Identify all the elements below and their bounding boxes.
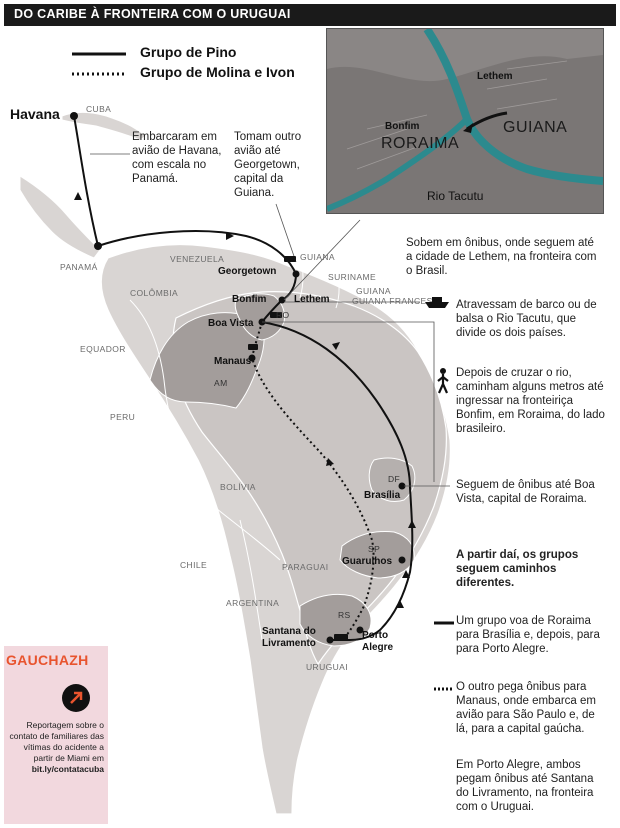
side-link[interactable]: bit.ly/contatacuba [31, 764, 104, 774]
note-cruzar: Depois de cruzar o rio, caminham alguns … [456, 367, 605, 435]
page-title: DO CARIBE À FRONTEIRA COM O URUGUAI [14, 7, 291, 21]
country-label-uruguai: URUGUAI [306, 662, 348, 672]
state-label-rr: RO [276, 310, 290, 320]
state-label-rs: RS [338, 610, 351, 620]
city-dots [70, 112, 406, 644]
bus-icon [248, 256, 348, 640]
city-label-havana: Havana [10, 106, 60, 122]
note-boa-vista: Seguem de ônibus até Boa Vista, capital … [456, 479, 595, 505]
roraima-state [234, 293, 285, 341]
city-label-santana-2: Livramento [262, 638, 316, 649]
note-partir: A partir daí, os grupos seguem caminhos … [456, 549, 579, 589]
country-label-argentina: ARGENTINA [226, 598, 280, 608]
note-grupo2: O outro pega ônibus para Manaus, onde em… [456, 681, 596, 735]
note-grupo1: Um grupo voa de Roraima para Brasília e,… [456, 615, 600, 655]
inset-lethem-label: Lethem [477, 71, 513, 82]
country-label-peru: PERU [110, 412, 136, 422]
city-label-guarulhos: Guarulhos [342, 556, 393, 567]
pointer-lines [90, 153, 450, 487]
df-area [368, 457, 416, 503]
rio-grande-do-sul-state [299, 593, 372, 647]
legend-lines [72, 52, 126, 76]
inset-rio-tacutu-label: Rio Tacutu [427, 189, 484, 203]
city-label-manaus: Manaus [214, 356, 252, 367]
country-label-chile: CHILE [180, 560, 208, 570]
note-havana: Embarcaram em avião de Havana, com escal… [132, 131, 222, 185]
cuba-land [61, 111, 147, 141]
state-label-sp: SP [368, 544, 381, 554]
inset-roraima-label: RORAIMA [381, 135, 460, 152]
title-bar: DO CARIBE À FRONTEIRA COM O URUGUAI [4, 4, 616, 26]
inset-map: Lethem Bonfim RORAIMA GUIANA Rio Tacutu [326, 28, 604, 214]
link-arrow-icon[interactable] [62, 684, 90, 712]
city-label-santana-1: Santana do [262, 626, 316, 637]
inset-guiana-label: GUIANA [503, 119, 568, 136]
country-label-guiana-francesa-1: GUIANA [356, 286, 391, 296]
note-lethem: Sobem em ônibus, onde seguem até a cidad… [406, 237, 597, 277]
note-porto-alegre: Em Porto Alegre, ambos pegam ônibus até … [456, 759, 594, 813]
country-label-guiana-francesa: GUIANA FRANCESA [352, 296, 439, 306]
legend-solid-label: Grupo de Pino [140, 44, 237, 60]
country-label-equador: EQUADOR [80, 344, 126, 354]
legend-dotted-marker [434, 687, 454, 691]
sao-paulo-state [339, 531, 415, 579]
country-borders [129, 255, 340, 641]
country-label-venezuela: VENEZUELA [170, 254, 225, 264]
state-label-am: AM [214, 378, 228, 388]
country-label-panama: PANAMÁ [60, 262, 98, 272]
side-panel [4, 646, 108, 824]
country-label-guiana: GUIANA [300, 252, 335, 262]
boat-icon [425, 297, 449, 308]
city-label-boa-vista: Boa Vista [208, 318, 254, 329]
country-label-cuba: CUBA [86, 104, 112, 114]
inset-map-graphic [327, 29, 603, 213]
note-barco: Atravessam de barco ou de balsa o Rio Ta… [456, 299, 597, 339]
crossing-arrow-icon [463, 111, 508, 133]
walking-person-icon [437, 368, 449, 394]
note-georgetown: Tomam outro avião até Georgetown, capita… [234, 131, 302, 199]
city-label-porto-alegre-2: Alegre [362, 642, 394, 653]
city-label-brasilia: Brasília [364, 490, 401, 501]
legend-solid-marker [434, 621, 454, 625]
country-label-paraguai: PARAGUAI [282, 562, 329, 572]
state-label-df: DF [388, 474, 401, 484]
city-label-georgetown: Georgetown [218, 266, 277, 277]
country-label-suriname: SURINAME [328, 272, 377, 282]
side-description-text: Reportagem sobre o contato de familiares… [9, 720, 105, 763]
brand-logo: GAUCHAZH [6, 652, 89, 668]
airplane-icon [74, 192, 416, 608]
legend-dotted-label: Grupo de Molina e Ivon [140, 64, 295, 80]
city-label-lethem: Lethem [294, 294, 330, 305]
country-label-bolivia: BOLÍVIA [220, 482, 256, 492]
central-america-land [19, 175, 101, 259]
side-description: Reportagem sobre o contato de familiares… [8, 720, 105, 775]
country-label-colombia: COLÔMBIA [130, 288, 179, 298]
city-label-bonfim: Bonfim [232, 294, 267, 305]
route-solid-pino [73, 115, 414, 642]
inset-bonfim-label: Bonfim [385, 121, 420, 132]
city-label-porto-alegre-1: Porto [362, 630, 389, 641]
amazonas-state [149, 312, 265, 409]
